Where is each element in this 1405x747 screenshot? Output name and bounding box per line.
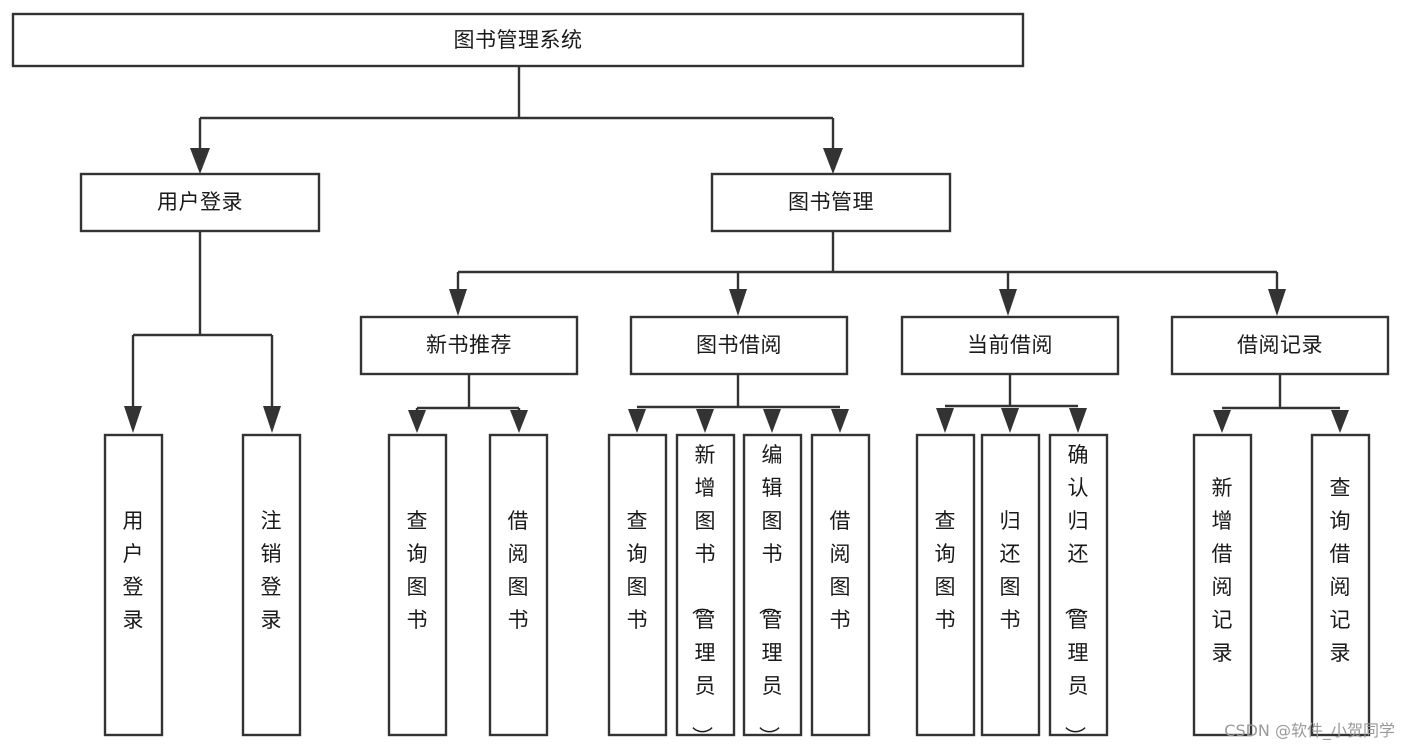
node-borrow-record-label: 借阅记录 bbox=[1237, 333, 1323, 357]
node-leaf-query-book-2-box[interactable] bbox=[607, 433, 668, 737]
node-leaf-add-book-box[interactable] bbox=[675, 433, 736, 737]
node-new-book-recommend-label: 新书推荐 bbox=[426, 333, 512, 357]
node-leaf-query-book-3-label: 查询图书 bbox=[935, 509, 956, 632]
arrowhead-leaf-borrow-book-2 bbox=[831, 409, 849, 433]
node-book-management-label: 图书管理 bbox=[788, 190, 874, 214]
node-leaf-add-record-label: 新增借阅记录 bbox=[1212, 476, 1233, 665]
node-book-borrow-box[interactable] bbox=[629, 315, 849, 376]
node-new-book-recommend[interactable]: 新书推荐 bbox=[359, 315, 579, 376]
connector-group-book-management bbox=[449, 231, 1286, 316]
arrowhead-new-book-recommend bbox=[449, 289, 467, 316]
node-leaf-return-book[interactable]: 归还图书 bbox=[980, 433, 1041, 737]
node-leaf-query-book-3-box[interactable] bbox=[915, 433, 976, 737]
arrowhead-leaf-add-record bbox=[1213, 410, 1231, 433]
node-leaf-add-record[interactable]: 新增借阅记录 bbox=[1192, 433, 1253, 737]
node-leaf-logout-label: 注销登录 bbox=[261, 509, 282, 632]
arrowhead-leaf-return-book bbox=[1001, 408, 1019, 433]
node-root-label: 图书管理系统 bbox=[454, 28, 583, 52]
node-leaf-query-book-3[interactable]: 查询图书 bbox=[915, 433, 976, 737]
arrowhead-leaf-confirm-return bbox=[1069, 408, 1087, 433]
node-leaf-user-login-label: 用户登录 bbox=[123, 509, 144, 632]
node-leaf-query-book-1-label: 查询图书 bbox=[407, 509, 428, 632]
connector-group-new-book-recommend bbox=[408, 374, 528, 433]
arrowhead-borrow-record bbox=[1268, 289, 1286, 316]
node-leaf-logout-box[interactable] bbox=[241, 433, 302, 737]
arrowhead-current-borrow bbox=[999, 289, 1017, 316]
connector-group-user-login bbox=[124, 231, 281, 433]
node-leaf-borrow-book-1[interactable]: 借阅图书 bbox=[488, 433, 549, 737]
node-book-management[interactable]: 图书管理 bbox=[710, 172, 952, 233]
node-borrow-record[interactable]: 借阅记录 bbox=[1170, 315, 1390, 376]
node-leaf-query-book-2-label: 查询图书 bbox=[627, 509, 648, 632]
node-leaf-user-login[interactable]: 用户登录 bbox=[103, 433, 164, 737]
node-leaf-query-book-2[interactable]: 查询图书 bbox=[607, 433, 668, 737]
node-leaf-return-book-box[interactable] bbox=[980, 433, 1041, 737]
node-current-borrow-label: 当前借阅 bbox=[967, 333, 1053, 357]
node-leaf-confirm-return[interactable]: 确认归还（管理员） bbox=[1048, 433, 1109, 747]
node-borrow-record-box[interactable] bbox=[1170, 315, 1390, 376]
node-leaf-edit-book-label: 编辑图书（管理员） bbox=[757, 443, 783, 747]
connector-group-book-borrow bbox=[628, 374, 849, 433]
node-leaf-query-record-label: 查询借阅记录 bbox=[1330, 476, 1351, 665]
arrowhead-leaf-edit-book bbox=[763, 409, 781, 433]
node-root-box[interactable] bbox=[11, 12, 1025, 68]
node-leaf-add-book[interactable]: 新增图书（管理员） bbox=[675, 433, 736, 747]
arrowhead-book-borrow bbox=[729, 289, 747, 316]
node-leaf-borrow-book-2-label: 借阅图书 bbox=[830, 509, 851, 632]
node-leaf-borrow-book-1-box[interactable] bbox=[488, 433, 549, 737]
node-leaf-add-record-box[interactable] bbox=[1192, 433, 1253, 737]
node-leaf-borrow-book-2[interactable]: 借阅图书 bbox=[810, 433, 871, 737]
arrowhead-leaf-query-record bbox=[1331, 410, 1349, 433]
connector-group-current-borrow bbox=[936, 374, 1087, 433]
connector-group-root bbox=[190, 66, 843, 174]
arrowhead-leaf-query-book-2 bbox=[628, 409, 646, 433]
node-leaf-add-book-label: 新增图书（管理员） bbox=[690, 443, 716, 747]
node-user-login-box[interactable] bbox=[79, 172, 321, 233]
node-leaf-borrow-book-1-label: 借阅图书 bbox=[508, 509, 529, 632]
node-leaf-confirm-return-label: 确认归还（管理员） bbox=[1063, 443, 1089, 747]
arrowhead-leaf-add-book bbox=[696, 409, 714, 433]
arrowhead-leaf-query-book-1 bbox=[408, 410, 426, 433]
node-leaf-edit-book[interactable]: 编辑图书（管理员） bbox=[742, 433, 803, 747]
node-new-book-recommend-box[interactable] bbox=[359, 315, 579, 376]
connector-group-borrow-record bbox=[1213, 374, 1349, 433]
node-leaf-query-record-box[interactable] bbox=[1310, 433, 1371, 737]
node-leaf-edit-book-box[interactable] bbox=[742, 433, 803, 737]
node-leaf-query-record[interactable]: 查询借阅记录 bbox=[1310, 433, 1371, 737]
node-leaf-user-login-box[interactable] bbox=[103, 433, 164, 737]
node-current-borrow[interactable]: 当前借阅 bbox=[900, 315, 1120, 376]
watermark-text: CSDN @软件_小贺同学 bbox=[1224, 721, 1395, 740]
node-root[interactable]: 图书管理系统 bbox=[11, 12, 1025, 68]
node-leaf-query-book-1[interactable]: 查询图书 bbox=[387, 433, 448, 737]
node-user-login-label: 用户登录 bbox=[157, 190, 243, 214]
node-leaf-confirm-return-box[interactable] bbox=[1048, 433, 1109, 737]
node-user-login[interactable]: 用户登录 bbox=[79, 172, 321, 233]
arrowhead-user-login bbox=[190, 148, 210, 174]
node-book-management-box[interactable] bbox=[710, 172, 952, 233]
arrowhead-leaf-logout bbox=[263, 406, 281, 433]
arrowhead-leaf-borrow-book-1 bbox=[510, 410, 528, 433]
node-book-borrow[interactable]: 图书借阅 bbox=[629, 315, 849, 376]
node-leaf-return-book-label: 归还图书 bbox=[1000, 509, 1021, 632]
node-book-borrow-label: 图书借阅 bbox=[696, 333, 782, 357]
node-leaf-logout[interactable]: 注销登录 bbox=[241, 433, 302, 737]
node-current-borrow-box[interactable] bbox=[900, 315, 1120, 376]
node-leaf-query-book-1-box[interactable] bbox=[387, 433, 448, 737]
node-leaf-borrow-book-2-box[interactable] bbox=[810, 433, 871, 737]
arrowhead-leaf-query-book-3 bbox=[936, 408, 954, 433]
arrowhead-book-management bbox=[823, 148, 843, 174]
arrowhead-leaf-user-login bbox=[124, 406, 142, 433]
